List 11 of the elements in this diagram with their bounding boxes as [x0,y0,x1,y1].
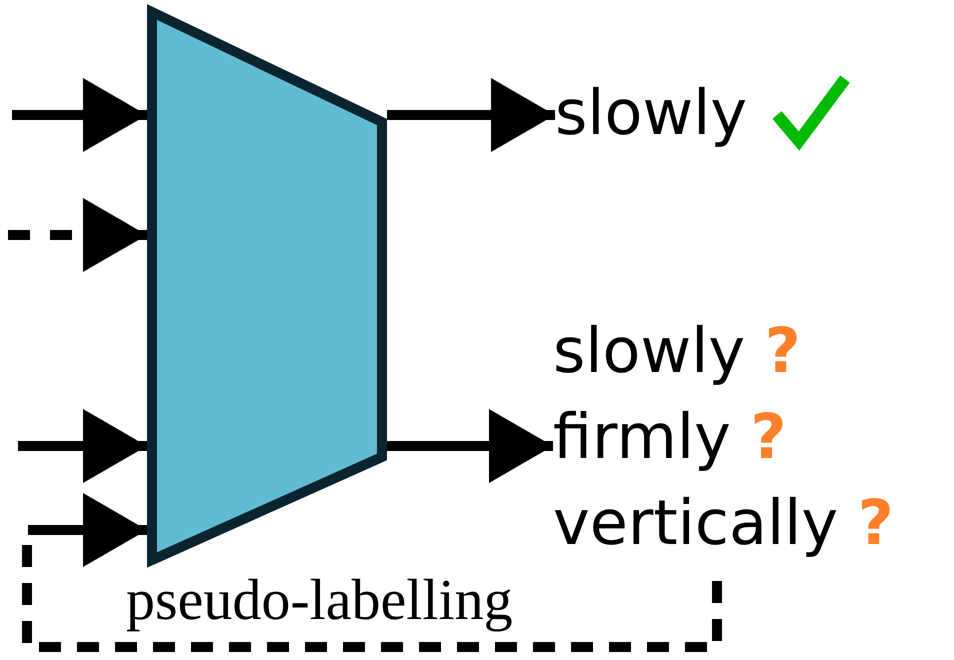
arrow [12,78,147,152]
arrow [18,409,147,483]
output-word: firmly ? [553,399,786,475]
arrow [8,198,147,272]
output-word: slowly ? [553,313,801,389]
arrow [50,493,147,567]
output-word: slowly [555,75,748,151]
arrow [387,78,555,152]
loop-label: pseudo-labelling [126,568,513,632]
arrow [387,409,553,483]
output-word: vertically ? [553,485,894,561]
